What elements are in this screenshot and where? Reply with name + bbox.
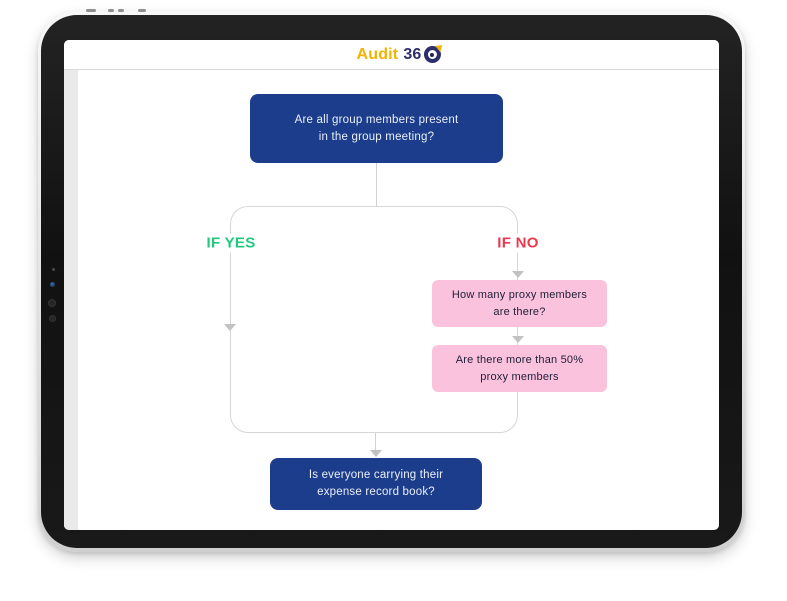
tablet-screen: Audit 36 Are all group members present i… (64, 40, 719, 530)
logo-number: 36 (403, 45, 422, 63)
app-header: Audit 36 (64, 40, 719, 69)
branch-label-no: IF NO (491, 233, 545, 253)
node-text-line: Are all group members present (294, 113, 459, 126)
arrow-down-icon (370, 450, 382, 457)
flowchart-node-start: Are all group members present in the gro… (250, 94, 503, 163)
logo-word: Audit (356, 45, 399, 63)
mute-switch (138, 9, 146, 12)
sensor-dot-icon (52, 268, 55, 271)
flowchart-node-proxy-share: Are there more than 50% proxy members (432, 345, 607, 392)
arrow-down-icon (224, 324, 236, 331)
volume-down-button (118, 9, 124, 12)
node-text-line: expense record book? (317, 486, 435, 498)
node-text-line: Is everyone carrying their (308, 469, 444, 481)
flowchart-node-proxy-count: How many proxy members are there? (432, 280, 607, 327)
eye-circle-logo-icon (423, 42, 445, 64)
connector-start-to-branch (376, 163, 377, 206)
logo-eye-pupil (430, 52, 435, 57)
camera-lens-icon (48, 299, 56, 307)
front-camera-icon (50, 282, 55, 287)
branch-label-yes: IF YES (200, 233, 262, 253)
node-text-line: Are there more than 50% (455, 353, 584, 366)
camera-lens-icon (49, 315, 56, 322)
left-gutter (64, 70, 78, 530)
volume-up-button (108, 9, 114, 12)
audit360-logo: Audit 36 (356, 40, 445, 69)
connector-branch-to-end (375, 433, 376, 451)
node-text-line: proxy members (480, 370, 559, 383)
header-divider (64, 69, 719, 70)
node-text-line: in the group meeting? (318, 130, 435, 143)
node-text-line: are there? (493, 305, 546, 318)
flowchart-node-end: Is everyone carrying their expense recor… (270, 458, 482, 510)
arrow-down-icon (512, 271, 524, 278)
arrow-down-icon (512, 336, 524, 343)
node-text-line: How many proxy members (451, 288, 588, 301)
power-button (86, 9, 96, 12)
